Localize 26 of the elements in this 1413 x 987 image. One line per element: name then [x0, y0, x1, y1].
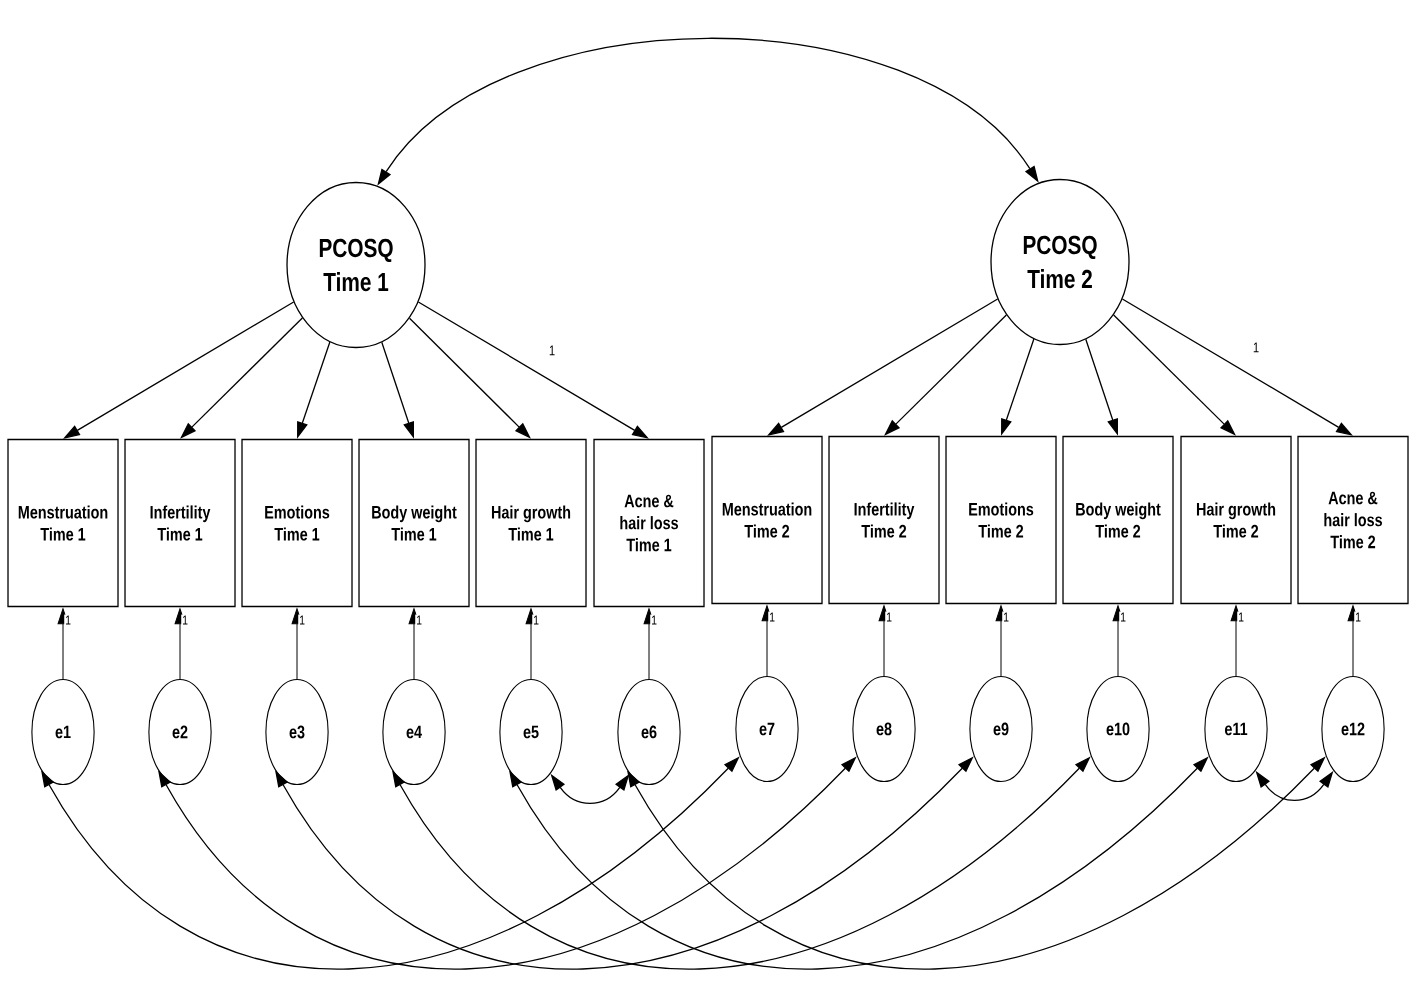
edge-label: 1 [415, 614, 423, 626]
indicator-box: Hair growth Time 1 [475, 438, 587, 608]
edge-label: 1 [181, 614, 189, 626]
indicator-box: Body weight Time 2 [1062, 435, 1174, 605]
edge-label: 1 [1354, 611, 1362, 623]
edge-label: 1 [1119, 611, 1127, 623]
indicator-box: Hair growth Time 2 [1180, 435, 1292, 605]
indicator-box: Emotions Time 2 [945, 435, 1057, 605]
edge-label: 1 [1002, 611, 1010, 623]
edge-label: 1 [885, 611, 893, 623]
edge-label: 1 [650, 614, 658, 626]
indicator-box: Emotions Time 1 [241, 438, 353, 608]
indicator-box: Menstruation Time 1 [7, 438, 119, 608]
indicator-box: Menstruation Time 2 [711, 435, 823, 605]
edge-label: 1 [547, 344, 557, 357]
edge-label: 1 [298, 614, 306, 626]
edge-label: 1 [1237, 611, 1245, 623]
edge-label: 1 [64, 614, 72, 626]
indicator-box: Infertility Time 1 [124, 438, 236, 608]
indicator-box: Body weight Time 1 [358, 438, 470, 608]
indicator-box: Acne & hair loss Time 1 [593, 438, 705, 608]
edge-label: 1 [768, 611, 776, 623]
edge-label: 1 [532, 614, 540, 626]
edge-label: 1 [1251, 341, 1261, 354]
indicator-box: Infertility Time 2 [828, 435, 940, 605]
indicator-box: Acne & hair loss Time 2 [1297, 435, 1409, 605]
